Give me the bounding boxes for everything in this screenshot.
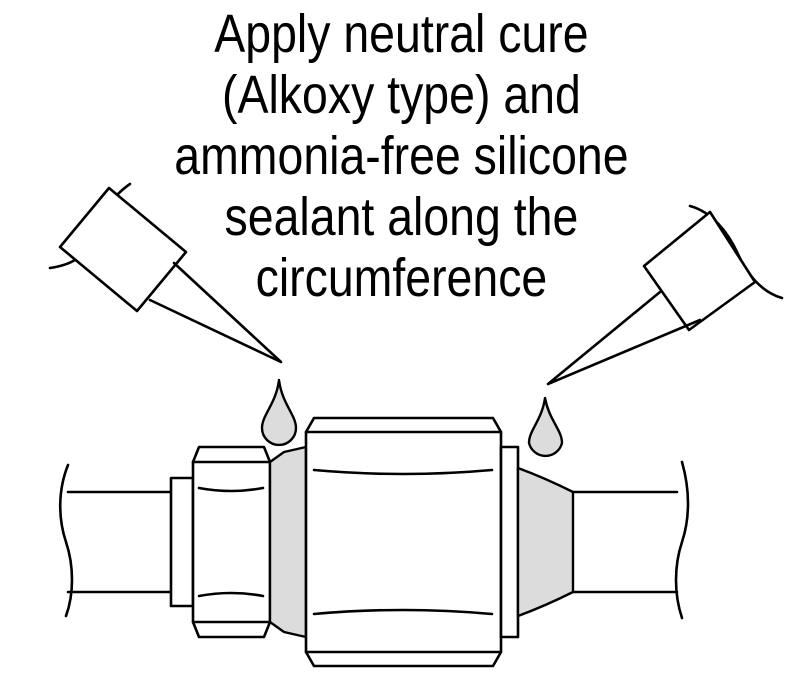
left-flare-nut	[191, 445, 272, 639]
caption-line-4: sealant along the	[224, 187, 579, 247]
right-sealant-nozzle-icon	[546, 204, 784, 386]
left-sealant-nozzle-icon	[48, 182, 283, 364]
left-pipe	[58, 463, 173, 618]
caption-line-2: (Alkoxy type) and	[222, 65, 581, 125]
right-sealant-band	[516, 466, 575, 618]
instruction-caption: Apply neutral cure (Alkoxy type) and amm…	[56, 4, 747, 309]
left-sealant-drop-icon	[260, 378, 298, 447]
right-collar-ring	[499, 445, 520, 639]
left-sealant-band	[268, 445, 308, 639]
caption-line-3: ammonia-free silicone	[174, 126, 629, 186]
caption-line-5: circumference	[255, 248, 548, 308]
right-sealant-drop-icon	[527, 396, 564, 458]
right-pipe	[571, 460, 690, 620]
union-body	[304, 416, 503, 668]
caption-line-1: Apply neutral cure	[214, 4, 589, 64]
left-collar	[169, 476, 195, 608]
